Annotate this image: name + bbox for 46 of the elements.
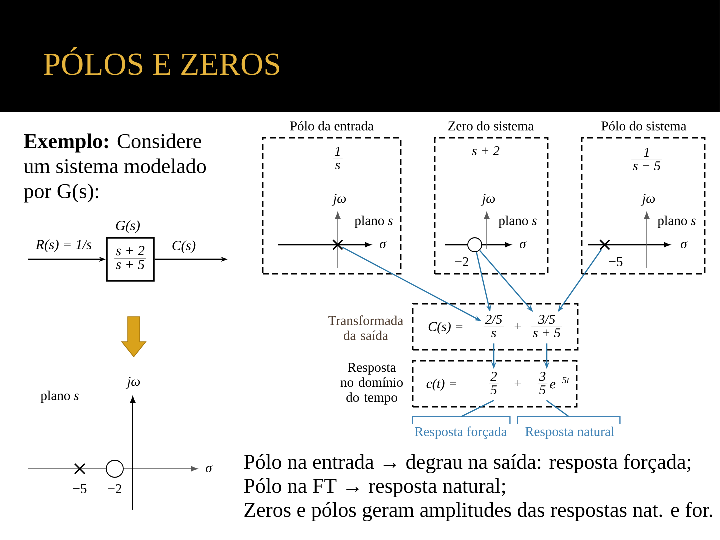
fraction-term: 3 5 e$^{−5t}$ [538, 372, 570, 395]
axis-label: jω [480, 194, 496, 206]
intro-text: Exemplo: Considere um sistema modelado por G(s): [24, 134, 206, 203]
plane-label: plano s [658, 216, 696, 228]
statement-text: Pólo na FT → resposta natural; [244, 478, 506, 498]
axis-label: jω [126, 377, 140, 389]
pole-mark [600, 240, 610, 250]
equation-text: C(s) = [428, 322, 463, 334]
axis-label: jω [332, 194, 346, 206]
plus-sign: + [514, 323, 522, 330]
transfer-fraction: 1 s [332, 147, 344, 170]
side-label: Transformada da saída [328, 316, 404, 340]
fraction-term: 2 5 [488, 372, 500, 395]
title-bar: PÓLOS E ZEROS [0, 0, 720, 112]
panel-heading: Pólo do sistema [602, 121, 687, 131]
fraction-term: 2/5 s [484, 315, 504, 338]
tick-label: −5 [610, 258, 623, 266]
plus-sign: + [514, 380, 522, 386]
plane-label: plano s [354, 216, 393, 228]
pole-mark [332, 240, 344, 250]
plane-label: plano s [40, 390, 79, 404]
axis-label: σ [520, 241, 527, 249]
axis-label: σ [681, 241, 688, 249]
transfer-block: s + 2 s + 5 [106, 237, 155, 282]
transfer-expression: s + 2 [472, 146, 500, 156]
tick-label: −2 [456, 258, 468, 266]
block-label: G(s) [116, 220, 140, 234]
zero-mark [468, 238, 482, 252]
bracket-label: Resposta forçada [415, 426, 508, 440]
axis-label: σ [206, 465, 213, 473]
axis-label: jω [640, 194, 656, 206]
tick-label: −2 [108, 484, 122, 494]
plane-label: plano s [498, 216, 537, 228]
tick-label: −5 [74, 484, 87, 494]
statement-text: Pólo na entrada → degrau na saída: resposta forçada; [244, 454, 691, 474]
edge-label: R(s) = 1/s [34, 238, 94, 254]
statement-text: Zeros e pólos geram amplitudes das respostas nat. e for. [244, 502, 712, 522]
bracket-label: Resposta natural [526, 426, 615, 440]
axis-label: σ [380, 241, 387, 249]
side-label: Resposta no domínio do tempo [340, 363, 403, 405]
panel-heading: Zero do sistema [448, 121, 534, 131]
panel-heading: Pólo da entrada [290, 121, 374, 131]
fraction-term: 3/5 s + 5 [531, 315, 563, 338]
transfer-fraction: 1 s − 5 [631, 148, 663, 171]
edge-label: C(s) [170, 240, 198, 254]
equation-text: c(t) = [426, 378, 456, 392]
